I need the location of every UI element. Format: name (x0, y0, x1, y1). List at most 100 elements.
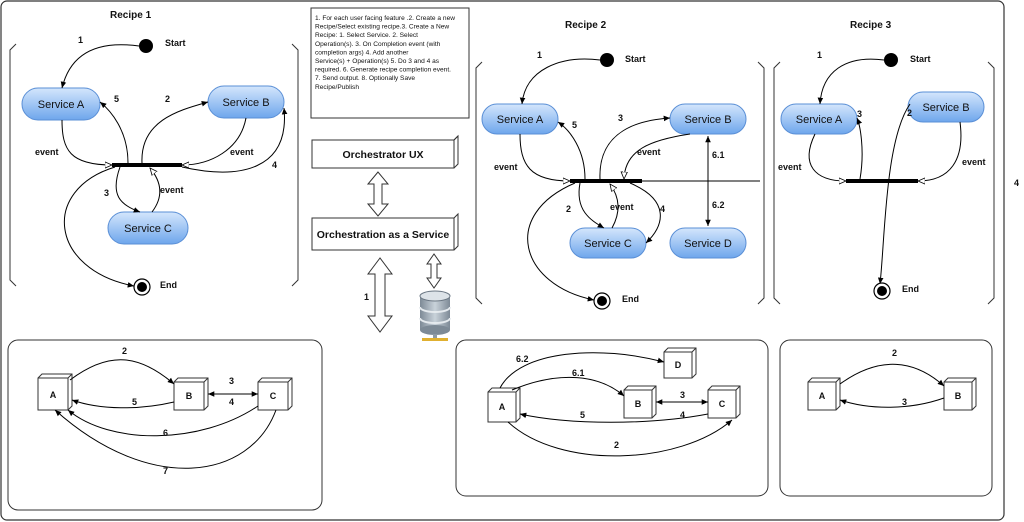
steps-note-box (310, 7, 470, 119)
recipe3-event-a: event (778, 162, 802, 172)
recipe1-edge-2 (141, 101, 209, 164)
outer-frame (0, 0, 1005, 521)
recipe2-label-5: 5 (572, 120, 577, 130)
graph2-label-4: 4 (680, 410, 685, 420)
recipe3-join-bar (846, 179, 918, 183)
steps-note: 1. For each user facing feature .2. Crea… (315, 15, 455, 91)
recipe2-label-2: 2 (566, 204, 571, 214)
recipe1-event-a: event (35, 147, 59, 157)
graph3-node-a-label: A (819, 391, 826, 401)
graph1-node-b (173, 377, 209, 411)
recipe1-edge-3 (63, 166, 135, 288)
graph2-label-5: 5 (580, 410, 585, 420)
recipe2-end-label: End (622, 294, 639, 304)
recipe3-service-b-label: Service B (922, 102, 969, 114)
recipe2-label-6-2: 6.2 (712, 200, 725, 210)
graph2-node-a-label: A (499, 402, 506, 412)
graph2-label-3: 3 (680, 390, 685, 400)
recipe1-service-c (107, 211, 189, 245)
graph2-panel (455, 339, 769, 497)
recipe2-service-c-label: Service C (584, 238, 632, 250)
recipe2-label-1: 1 (537, 50, 542, 60)
recipe2-title: Recipe 2 (565, 20, 607, 31)
recipe1-edge-5 (99, 101, 129, 164)
graph3-panel (779, 339, 993, 497)
recipe1-label-4: 4 (272, 160, 277, 170)
recipe3-end-label: End (902, 284, 919, 294)
service-db-double-arrow (426, 253, 442, 289)
recipe2-event-b: event (637, 147, 661, 157)
orchestrator-ux-box (311, 139, 455, 169)
recipe2-service-a-label: Service A (497, 114, 544, 126)
graph1-node-a (37, 373, 73, 411)
recipe1-edge-4 (181, 107, 288, 173)
recipe1-event-c: event (160, 185, 184, 195)
recipe1-label-5: 5 (114, 94, 119, 104)
recipe1-start-label: Start (165, 38, 186, 48)
recipe2-service-d (669, 227, 747, 259)
recipe2-start-node (600, 53, 614, 67)
recipe1-label-3: 3 (104, 188, 109, 198)
graph2-label-6-2: 6.2 (516, 354, 529, 364)
graph2-node-d-label: D (675, 360, 682, 370)
graph3-node-a (807, 377, 841, 411)
graph2-node-c-label: C (719, 399, 726, 409)
steps-note-line: Recipe/Select existing recipe.3. Create … (315, 24, 449, 31)
graph1-node-c-label: C (270, 391, 277, 401)
graph1-node-a-label: A (50, 390, 57, 400)
recipe1-title: Recipe 1 (110, 10, 152, 21)
graph1-panel (7, 339, 323, 511)
graph2-node-b-label: B (635, 399, 642, 409)
graph1-label-3: 3 (229, 376, 234, 386)
graph2-node-d (663, 347, 697, 379)
orchestration-service-label: Orchestration as a Service (317, 229, 450, 241)
database-icon (419, 290, 451, 341)
graph1-label-5: 5 (132, 397, 137, 407)
recipe1-label-1: 1 (78, 35, 83, 45)
steps-note-line: required. 6. Generate recipe completion … (315, 67, 451, 74)
recipe1-event-b: event (230, 147, 254, 157)
orchestrator-ux-label: Orchestrator UX (342, 149, 423, 161)
steps-note-line: 1. For each user facing feature .2. Crea… (315, 15, 455, 22)
steps-note-line: 7. Send output. 8. Optionally Save (315, 75, 415, 82)
steps-note-line: Recipe/Publish (315, 84, 359, 91)
graph3-node-b (943, 377, 977, 411)
recipe2-event-c: event (610, 202, 634, 212)
graph1-label-7: 7 (163, 466, 168, 476)
steps-note-line: completion args) 4. Add another (315, 49, 409, 56)
recipe2-event-a: event (494, 162, 518, 172)
recipe2-service-b-label: Service B (684, 114, 731, 126)
recipe1-edge-event-b (182, 117, 247, 165)
graph3-label-2: 2 (892, 348, 897, 358)
recipe1-service-a-label: Service A (38, 99, 85, 111)
recipe2-join-bar (570, 179, 642, 183)
graph2-node-b (623, 385, 657, 419)
recipe1-end-label: End (160, 280, 177, 290)
recipe1-bracket-left (9, 43, 17, 287)
recipe3-label-1: 1 (817, 50, 822, 60)
middle-arrow-label: 1 (364, 292, 369, 302)
graph2-label-6-1: 6.1 (572, 368, 585, 378)
recipe3-event-b: event (962, 157, 986, 167)
recipe1-edge-event-a (61, 119, 112, 165)
recipe3-start-label: Start (910, 54, 931, 64)
graph1-label-6: 6 (163, 428, 168, 438)
recipe3-service-a-label: Service A (796, 114, 843, 126)
recipe1-start-node (139, 39, 153, 53)
graph1-label-2: 2 (122, 346, 127, 356)
recipe2-service-d-label: Service D (684, 238, 732, 250)
recipe1-service-b-label: Service B (222, 97, 269, 109)
steps-note-line: Recipe: 1. Select Service. 2. Select (315, 32, 418, 39)
graph1-node-c (257, 377, 293, 411)
recipe1-label-2: 2 (165, 94, 170, 104)
graph3-node-b-label: B (955, 391, 962, 401)
recipe3-label-3: 3 (857, 109, 862, 119)
recipe3-title: Recipe 3 (850, 20, 892, 31)
recipe1-edge-1 (60, 44, 140, 89)
steps-note-line: Operation(s). 3. On Completion event (wi… (315, 41, 441, 48)
recipe3-start-node (884, 53, 898, 67)
recipe1-edge-to-c (115, 166, 141, 213)
recipe1-service-c-label: Service C (124, 223, 172, 235)
recipe2-label-4: 4 (660, 204, 665, 214)
